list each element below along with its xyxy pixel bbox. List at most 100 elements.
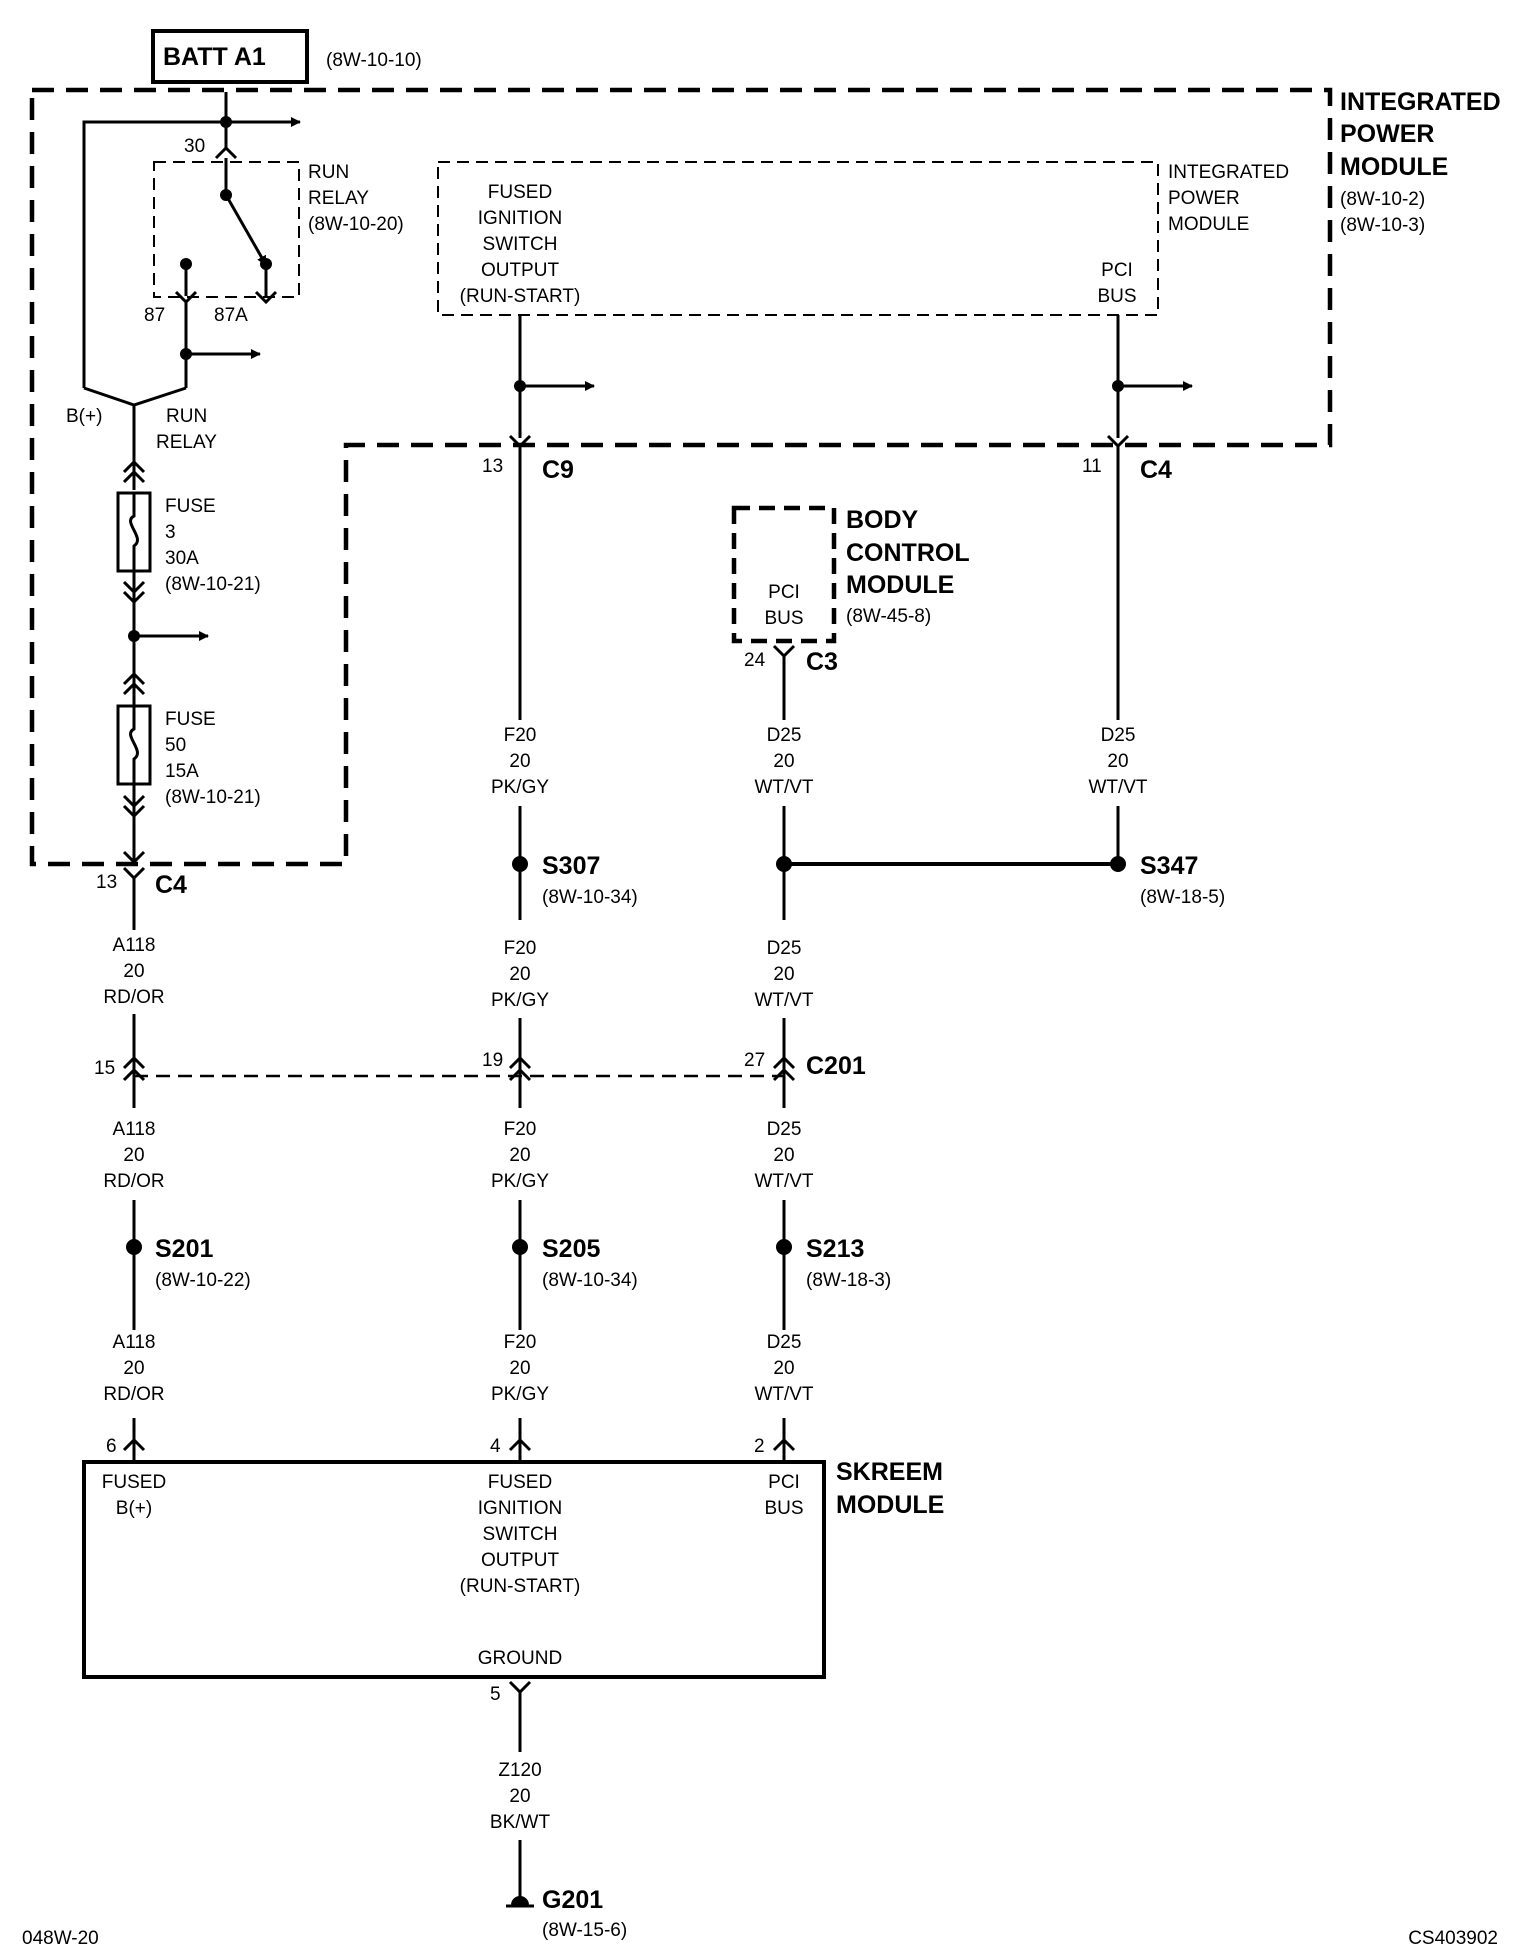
c3-label: C3	[806, 648, 838, 676]
d25-g-2: 20	[773, 964, 794, 985]
d25-c-r: D25	[1101, 725, 1136, 746]
skreem-l1: SKREEM	[836, 1458, 943, 1486]
f20-col-3: PK/GY	[491, 1171, 549, 1192]
bcm-box	[731, 505, 837, 644]
skreem-fi-l2: IGNITION	[478, 1498, 562, 1519]
batt-a1: BATT A1 (8W-10-10)	[151, 29, 422, 84]
fuse3-ref: (8W-10-21)	[165, 574, 261, 595]
s347-ref: (8W-18-5)	[1140, 887, 1225, 908]
a118-g-3: 20	[123, 1358, 144, 1379]
f20-c-3: F20	[504, 1119, 537, 1140]
f20-c-4: F20	[504, 1332, 537, 1353]
skreem-ground: GROUND	[478, 1648, 562, 1669]
sk-p2: 2	[754, 1436, 765, 1457]
f20-c-1: F20	[504, 725, 537, 746]
ipm-outer-l3: MODULE	[1340, 153, 1448, 181]
d25-col-1: WT/VT	[754, 777, 813, 798]
f20-g-3: 20	[509, 1145, 530, 1166]
ipm-inner-l2: POWER	[1168, 188, 1240, 209]
ipm-outer-l1: INTEGRATED	[1340, 88, 1501, 116]
c9-pin: 13	[482, 456, 503, 477]
c4r-label: C4	[1140, 456, 1172, 484]
bcm-pci-l2: BUS	[764, 608, 803, 629]
relay-pin87a: 87A	[214, 305, 248, 326]
skreem-pci-l1: PCI	[768, 1472, 800, 1493]
s213-ref: (8W-18-3)	[806, 1270, 891, 1291]
f20-col-1: PK/GY	[491, 777, 549, 798]
footer-right: CS403902	[1408, 1928, 1498, 1946]
sk-p4: 4	[490, 1436, 501, 1457]
ipm-outer-labels: INTEGRATED POWER MODULE (8W-10-2) (8W-10…	[1340, 88, 1501, 236]
fuse3-l3: 30A	[165, 548, 199, 569]
d25-g-r: 20	[1107, 751, 1128, 772]
a118-c-1: A118	[113, 935, 156, 956]
fuse3-l1: FUSE	[165, 496, 216, 517]
c201-p27: 27	[744, 1050, 765, 1071]
wire-f20: 13 C9 F20 20 PK/GY S307 (8W-10-34) F20 2…	[482, 315, 638, 1462]
c201-p19: 19	[482, 1050, 503, 1071]
ipm-fused-l2: IGNITION	[478, 208, 562, 229]
ipm-fused-l3: SWITCH	[483, 234, 558, 255]
a118-c-3: A118	[113, 1332, 156, 1353]
ipm-fused-l5: (RUN-START)	[460, 286, 581, 307]
fuse-column: FUSE 3 30A (8W-10-21) FUSE 50 15A (8W-10…	[116, 405, 261, 865]
z120-g: 20	[509, 1786, 530, 1807]
c4l-label: C4	[155, 871, 187, 899]
d25-c-4: D25	[767, 1332, 802, 1353]
a118-c-2: A118	[113, 1119, 156, 1140]
z120-col: BK/WT	[490, 1812, 551, 1833]
fuse50-l1: FUSE	[165, 709, 216, 730]
relay-l2: RELAY	[308, 188, 369, 209]
batt-label: BATT A1	[163, 43, 266, 71]
a118-col-2: RD/OR	[103, 1171, 164, 1192]
sk-p6: 6	[106, 1436, 117, 1457]
skreem-fb-l2: B(+)	[116, 1498, 152, 1519]
ipm-pci-l2: BUS	[1097, 286, 1136, 307]
f20-g-4: 20	[509, 1358, 530, 1379]
fuse50-ref: (8W-10-21)	[165, 787, 261, 808]
batt-ref: (8W-10-10)	[326, 50, 422, 71]
bcm-pci-l1: PCI	[768, 582, 800, 603]
d25-c-3: D25	[767, 1119, 802, 1140]
wire-z120: 5 Z120 20 BK/WT G201 (8W-15-6)	[490, 1680, 627, 1941]
run-relay-internals: 87 87A RUN RELAY (8W-10-20)	[144, 158, 404, 326]
s201-ref: (8W-10-22)	[155, 1270, 251, 1291]
f20-col-2: PK/GY	[491, 990, 549, 1011]
wire-d25-bcm: 24 C3 D25 20 WT/VT D25 20 WT/VT 27 C201 …	[744, 644, 1118, 1462]
skreem-pci-l2: BUS	[764, 1498, 803, 1519]
f20-col-4: PK/GY	[491, 1384, 549, 1405]
batt-feed: 30	[82, 92, 301, 388]
s201-label: S201	[155, 1235, 213, 1263]
c9-label: C9	[542, 456, 574, 484]
sk-p5: 5	[490, 1684, 501, 1705]
wire-a118: A118 20 RD/OR 15 A118 20 RD/OR S201 (8W-…	[94, 878, 251, 1462]
s347-label: S347	[1140, 852, 1198, 880]
ipm-inner-labels: INTEGRATED POWER MODULE FUSED IGNITION S…	[460, 162, 1289, 307]
bcm-labels: BODY CONTROL MODULE (8W-45-8) PCI BUS	[764, 506, 969, 629]
ipm-inner-l3: MODULE	[1168, 214, 1249, 235]
ipm-pci-l1: PCI	[1101, 260, 1133, 281]
d25-col-2: WT/VT	[754, 990, 813, 1011]
d25-col-3: WT/VT	[754, 1171, 813, 1192]
a118-g-2: 20	[123, 1145, 144, 1166]
skreem-fi-l3: SWITCH	[483, 1524, 558, 1545]
relay-ref: (8W-10-20)	[308, 214, 404, 235]
ipm-outer-r2: (8W-10-3)	[1340, 215, 1425, 236]
s307-ref: (8W-10-34)	[542, 887, 638, 908]
a118-g-1: 20	[123, 961, 144, 982]
c201-label: C201	[806, 1052, 866, 1080]
skreem-fb-l1: FUSED	[102, 1472, 166, 1493]
a118-col-1: RD/OR	[103, 987, 164, 1008]
wire-d25-ipm: 11 C4 D25 20 WT/VT S347 (8W-18-5)	[1082, 315, 1225, 908]
s213-label: S213	[806, 1235, 864, 1263]
c4r-pin: 11	[1082, 456, 1102, 477]
ipm-outer-boundary	[29, 87, 1333, 867]
s205-label: S205	[542, 1235, 600, 1263]
s205-ref: (8W-10-34)	[542, 1270, 638, 1291]
relay-pin30: 30	[184, 136, 205, 157]
f20-g-2: 20	[509, 964, 530, 985]
d25-g-4: 20	[773, 1358, 794, 1379]
fuse3-l2: 3	[165, 522, 176, 543]
bcm-ref: (8W-45-8)	[846, 606, 931, 627]
skreem-fi-l1: FUSED	[488, 1472, 552, 1493]
